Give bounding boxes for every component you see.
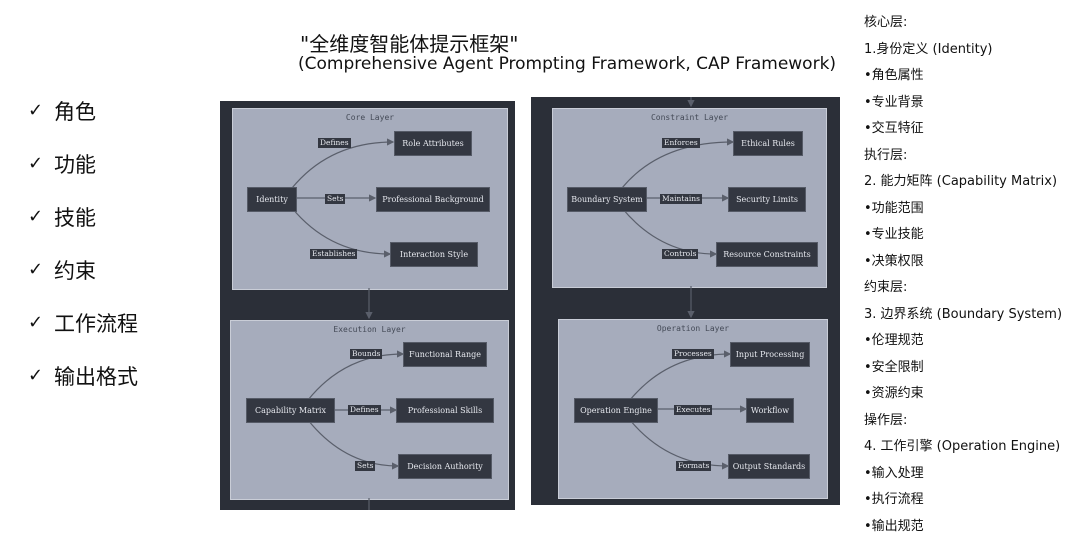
node-decision-authority: Decision Authority [398, 454, 492, 479]
outline-line: 操作层: [864, 412, 908, 428]
node-input-processing: Input Processing [730, 342, 810, 367]
edge-label-controls: Controls [662, 249, 699, 259]
checklist-label: 功能 [54, 152, 96, 177]
execution-layer-title: Execution Layer [333, 325, 406, 334]
check-icon: ✓ [28, 312, 44, 333]
node-functional-range: Functional Range [403, 342, 487, 367]
check-icon: ✓ [28, 259, 44, 280]
operation-layer-title: Operation Layer [656, 324, 730, 333]
node-role-attributes: Role Attributes [394, 131, 472, 156]
checklist-label: 技能 [54, 205, 96, 230]
outline-line: •交互特征 [864, 121, 924, 136]
checklist: ✓ 角色 ✓ 功能 ✓ 技能 ✓ 约束 ✓ 工作流程 ✓ 输出格式 [28, 84, 138, 402]
outline-line: 3. 边界系统 (Boundary System) [864, 306, 1063, 322]
edge-label-enforces: Enforces [662, 138, 700, 148]
outline-line: 核心层: [864, 15, 908, 30]
node-professional-skills: Professional Skills [396, 398, 494, 423]
node-ethical-rules: Ethical Rules [733, 131, 803, 156]
check-icon: ✓ [28, 206, 44, 227]
checklist-label: 约束 [54, 258, 96, 283]
checklist-item: ✓ 角色 [28, 84, 138, 137]
outline-line: •专业背景 [864, 94, 924, 110]
check-icon: ✓ [28, 365, 44, 386]
checklist-item: ✓ 约束 [28, 243, 138, 296]
node-output-standards: Output Standards [728, 454, 810, 479]
node-resource-constraints: Resource Constraints [716, 242, 818, 267]
core-layer-title: Core Layer [345, 113, 395, 122]
node-security-limits: Security Limits [728, 187, 806, 212]
outline-line: •执行流程 [864, 492, 924, 507]
check-icon: ✓ [28, 153, 44, 174]
edge-label-establishes: Establishes [310, 249, 358, 259]
outline-line: 1.身份定义 (Identity) [864, 41, 993, 57]
outline-line: 2. 能力矩阵 (Capability Matrix) [864, 174, 1058, 189]
checklist-item: ✓ 技能 [28, 190, 138, 243]
edge-label-defines: Defines [318, 138, 351, 148]
outline-line: •伦理规范 [864, 333, 924, 348]
node-identity: Identity [247, 187, 297, 212]
edge-label-bounds: Bounds [350, 349, 383, 359]
constraint-layer-title: Constraint Layer [650, 113, 729, 122]
node-capability-matrix: Capability Matrix [246, 398, 335, 423]
checklist-item: ✓ 工作流程 [28, 296, 138, 349]
outline-line: •输入处理 [864, 465, 924, 481]
edge-label-maintains: Maintains [660, 194, 702, 204]
page-subtitle: (Comprehensive Agent Prompting Framework… [298, 54, 837, 74]
node-professional-background: Professional Background [376, 187, 490, 212]
outline-line: •资源约束 [864, 386, 924, 401]
edge-label-sets-2: Sets [355, 461, 376, 471]
outline-line: 4. 工作引擎 (Operation Engine) [864, 439, 1061, 454]
outline-line: •角色属性 [864, 68, 924, 83]
edge-label-formats: Formats [676, 461, 712, 471]
outline-line: •功能范围 [864, 200, 924, 216]
edge-label-sets: Sets [325, 194, 346, 204]
checklist-label: 工作流程 [54, 311, 138, 336]
outline-line: •决策权限 [864, 253, 924, 269]
right-outline: 核心层: 1.身份定义 (Identity) •角色属性 •专业背景 •交互特征… [864, 10, 1062, 540]
checklist-item: ✓ 输出格式 [28, 349, 138, 402]
outline-line: 约束层: [864, 280, 908, 295]
checklist-item: ✓ 功能 [28, 137, 138, 190]
edge-label-processes: Processes [672, 349, 714, 359]
outline-line: •输出规范 [864, 518, 924, 534]
checklist-label: 角色 [54, 99, 96, 124]
node-workflow: Workflow [746, 398, 794, 423]
outline-line: 执行层: [864, 147, 908, 163]
outline-line: •安全限制 [864, 359, 924, 375]
edge-label-executes: Executes [674, 405, 713, 415]
check-icon: ✓ [28, 100, 44, 121]
page-title: "全维度智能体提示框架" [300, 32, 519, 56]
checklist-label: 输出格式 [54, 364, 138, 389]
node-operation-engine: Operation Engine [574, 398, 658, 423]
node-boundary-system: Boundary System [567, 187, 647, 212]
node-interaction-style: Interaction Style [390, 242, 478, 267]
outline-line: •专业技能 [864, 227, 924, 242]
edge-label-defines-2: Defines [348, 405, 381, 415]
